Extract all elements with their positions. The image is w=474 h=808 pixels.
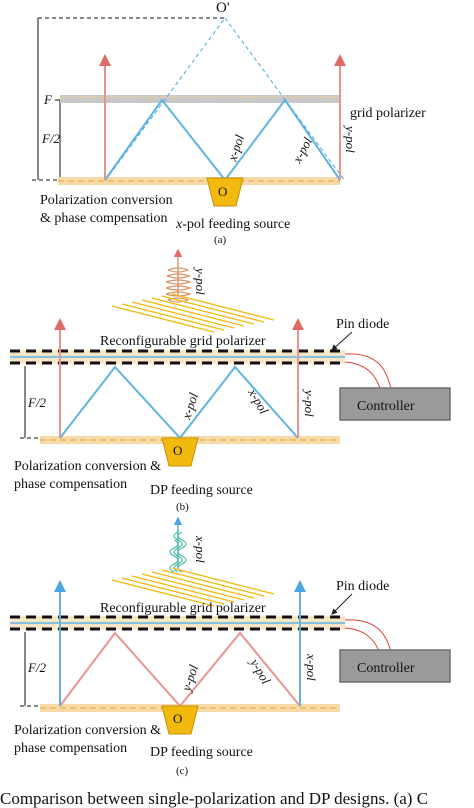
- conversion-label-line2: & phase compensation: [40, 211, 168, 226]
- controller-label-c: Controller: [357, 661, 415, 676]
- caption-c: (c): [176, 765, 189, 777]
- conversion-label-line1: Polarization conversion: [40, 193, 173, 208]
- x-pol-label-c: x-pol: [304, 653, 319, 681]
- caption-a: (a): [214, 234, 227, 246]
- controller-label: Controller: [357, 399, 415, 414]
- controller-box: [339, 387, 451, 421]
- f-half-label-b: F/2: [27, 395, 47, 410]
- grid-polarizer-label: grid polarizer: [350, 106, 426, 121]
- caption-b: (b): [176, 501, 189, 513]
- f-half-label: F/2: [41, 131, 61, 146]
- figure-caption-footer: Comparison between single-polarization a…: [0, 789, 428, 808]
- f-label: F: [43, 92, 53, 107]
- pin-diode-label-c: Pin diode: [336, 579, 389, 594]
- x-pol-wave: [169, 531, 187, 573]
- feed-source-letter-c: O: [173, 711, 182, 726]
- tilted-grid-lines: [111, 293, 275, 333]
- pin-diode-pointer: [331, 331, 353, 351]
- y-pol-label-c2: y-pol: [246, 654, 274, 687]
- y-pol-label: y-pol: [343, 124, 358, 153]
- feed-source-label-b: DP feeding source: [150, 483, 253, 498]
- conversion-label-c1: Polarization conversion &: [14, 723, 161, 738]
- feed-source-horn-b: [161, 437, 199, 467]
- x-pol-label-b2: x-pol: [245, 385, 272, 417]
- pin-diode-pointer-c: [331, 593, 353, 615]
- feed-source-label: x-pol feeding source: [175, 217, 290, 232]
- panel-c: x-pol Pin diode Reconfigurable grid pola…: [10, 516, 451, 777]
- wave-label: y-pol: [193, 266, 208, 295]
- y-pol-wave: [165, 267, 192, 303]
- feed-source-horn: [206, 177, 244, 207]
- panel-b: y-pol Pin diode Reconfigurable grid pola…: [10, 248, 451, 513]
- tilted-grid-lines-c: [111, 567, 275, 607]
- panel-a: F F/2 O' grid polarizer x-pol x-pol y-po…: [32, 0, 426, 246]
- x-pol-label-1: x-pol: [224, 133, 247, 164]
- controller-box-c: [339, 649, 451, 683]
- reconfigurable-polarizer-label: Reconfigurable grid polarizer: [100, 334, 266, 349]
- f-half-label-c: F/2: [27, 660, 47, 675]
- pin-diode-label: Pin diode: [336, 317, 389, 332]
- f-dimension: [32, 17, 225, 181]
- grid-polarizer: [60, 95, 340, 103]
- wave-label-c: x-pol: [193, 535, 208, 563]
- conversion-label-b2: phase compensation: [14, 477, 127, 492]
- reconfigurable-polarizer-label-c: Reconfigurable grid polarizer: [100, 601, 266, 616]
- focus-label: O': [216, 0, 230, 16]
- feed-source-label-c: DP feeding source: [150, 745, 253, 760]
- y-pol-label-b: y-pol: [302, 388, 317, 417]
- feed-source-letter: O: [218, 184, 227, 199]
- y-pol-label-c1: y-pol: [178, 663, 201, 695]
- x-pol-label-b1: x-pol: [178, 391, 201, 422]
- conversion-label-c2: phase compensation: [14, 741, 127, 756]
- conversion-label-b1: Polarization conversion &: [14, 459, 161, 474]
- feed-source-horn-c: [161, 705, 199, 735]
- feed-source-letter-b: O: [173, 443, 182, 458]
